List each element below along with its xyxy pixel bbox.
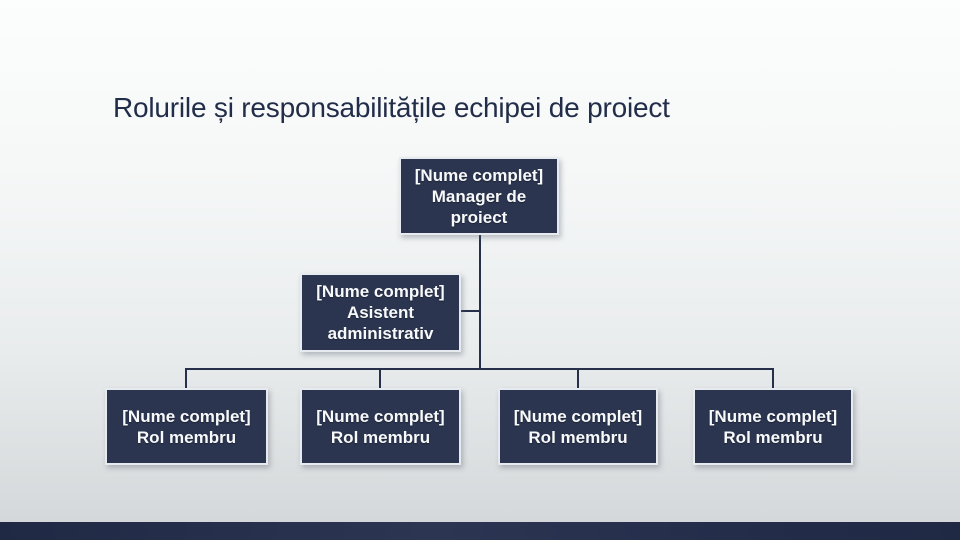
- org-box-member-2-name: [Nume complet]: [316, 406, 445, 426]
- org-box-member-4: [Nume complet] Rol membru: [693, 388, 853, 465]
- org-box-member-4-role: Rol membru: [723, 427, 823, 447]
- org-box-member-1-name: [Nume complet]: [122, 406, 251, 426]
- org-box-manager-name: [Nume complet]: [414, 165, 544, 185]
- org-box-member-3: [Nume complet] Rol membru: [498, 388, 658, 465]
- org-box-member-2-role: Rol membru: [330, 427, 431, 447]
- connector-drop-member-1: [185, 368, 187, 389]
- org-box-assistant: [Nume complet] Asistent administrativ: [300, 273, 461, 352]
- org-box-assistant-role: Asistent administrativ: [327, 303, 434, 343]
- connector-assistant-branch: [461, 310, 480, 312]
- org-box-manager: [Nume complet] Manager de proiect: [399, 157, 559, 235]
- connector-bus: [185, 368, 774, 370]
- connector-drop-member-2: [379, 368, 381, 389]
- org-box-member-1-role: Rol membru: [136, 427, 237, 447]
- org-box-member-3-name: [Nume complet]: [513, 406, 643, 426]
- connector-manager-drop: [479, 235, 481, 370]
- connector-drop-member-3: [577, 368, 579, 389]
- footer-accent-bar: [0, 522, 960, 540]
- org-box-member-3-role: Rol membru: [528, 427, 628, 447]
- org-box-member-4-name: [Nume complet]: [708, 406, 838, 426]
- org-box-manager-role: Manager de proiect: [431, 186, 527, 227]
- connector-drop-member-4: [772, 368, 774, 389]
- slide-title: Rolurile și responsabilitățile echipei d…: [113, 92, 670, 123]
- org-box-assistant-name: [Nume complet]: [316, 282, 445, 301]
- org-box-member-1: [Nume complet] Rol membru: [105, 388, 268, 465]
- org-box-member-2: [Nume complet] Rol membru: [300, 388, 461, 465]
